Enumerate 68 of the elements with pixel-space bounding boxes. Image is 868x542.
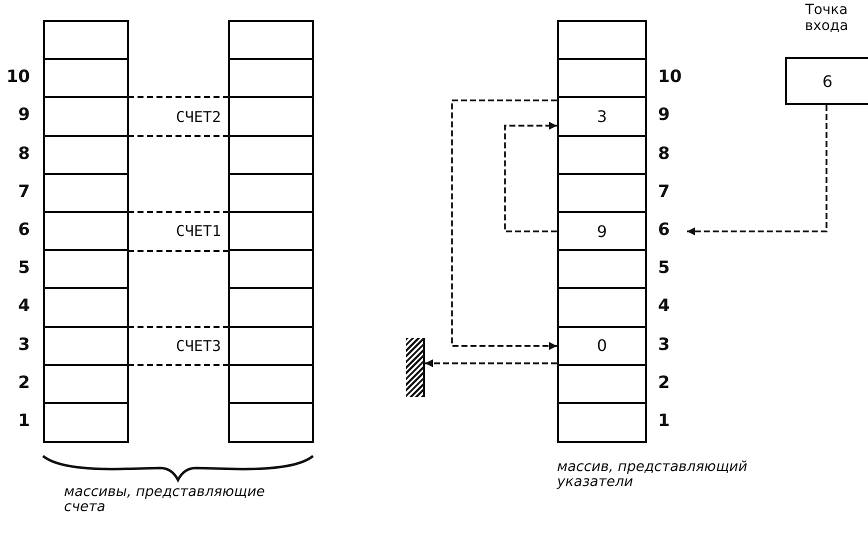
row-number: 10 (6, 67, 30, 88)
dashed-arrow (451, 100, 557, 350)
row-number: 5 (18, 258, 30, 278)
caption: массивы, представляющие счета (64, 485, 266, 515)
array-cell (43, 326, 129, 366)
array-cell (228, 20, 314, 61)
array-cell (43, 211, 129, 252)
dashed-arrow (504, 122, 557, 232)
array-cell (228, 402, 314, 443)
array-cell (43, 364, 129, 404)
array-cell (228, 249, 314, 290)
array-cell (228, 211, 314, 252)
array-cell (228, 326, 314, 366)
record-label: СЧЕТ1 (176, 222, 221, 240)
hatched-terminator (406, 338, 425, 397)
dashed-arrow (425, 359, 557, 368)
row-number: 9 (658, 105, 670, 126)
cell-value: 0 (596, 336, 608, 356)
record-label: СЧЕТ2 (176, 108, 221, 126)
array-cell (557, 172, 647, 214)
row-number: 8 (18, 144, 30, 164)
array-cell (557, 402, 647, 443)
array-cell (228, 364, 314, 404)
array-cell (228, 96, 314, 138)
row-number: 8 (658, 144, 670, 164)
row-number: 7 (18, 182, 30, 202)
caption: массив, представляющий указатели (557, 460, 748, 490)
array-cell (228, 134, 314, 176)
row-number: 4 (18, 296, 30, 316)
row-number: 4 (658, 296, 670, 316)
cell-value: 9 (596, 222, 608, 241)
array-cell (228, 172, 314, 214)
array-cell (228, 58, 314, 99)
row-number: 6 (658, 220, 670, 240)
row-number: 3 (18, 334, 30, 355)
array-cell (557, 364, 647, 404)
row-number: 10 (658, 67, 682, 88)
cell-value: 3 (596, 107, 608, 126)
record-label: СЧЕТ3 (176, 336, 221, 355)
array-cell (557, 96, 647, 138)
dashed-arrow (687, 105, 828, 236)
entry-heading: Точка входа (804, 2, 850, 34)
array-cell (43, 58, 129, 99)
row-number: 2 (658, 372, 670, 393)
row-number: 2 (18, 372, 30, 393)
row-number: 1 (658, 411, 670, 431)
array-cell (557, 326, 647, 366)
array-cell (557, 249, 647, 290)
array-cell (557, 20, 647, 61)
array-cell (43, 134, 129, 176)
array-cell (43, 402, 129, 443)
row-number: 1 (18, 411, 30, 431)
array-cell (557, 211, 647, 252)
array-cell (557, 287, 647, 328)
array-cell (228, 287, 314, 328)
array-cell (43, 249, 129, 290)
array-cell (43, 172, 129, 214)
array-cell (43, 96, 129, 138)
array-cell (557, 134, 647, 176)
row-number: 3 (658, 334, 670, 355)
array-cell (43, 287, 129, 328)
entry-value: 6 (822, 72, 833, 90)
array-cell (557, 58, 647, 99)
row-number: 6 (18, 220, 30, 240)
row-number: 5 (658, 258, 670, 278)
array-cell (43, 20, 129, 61)
row-number: 7 (658, 182, 670, 202)
row-number: 9 (18, 105, 30, 126)
